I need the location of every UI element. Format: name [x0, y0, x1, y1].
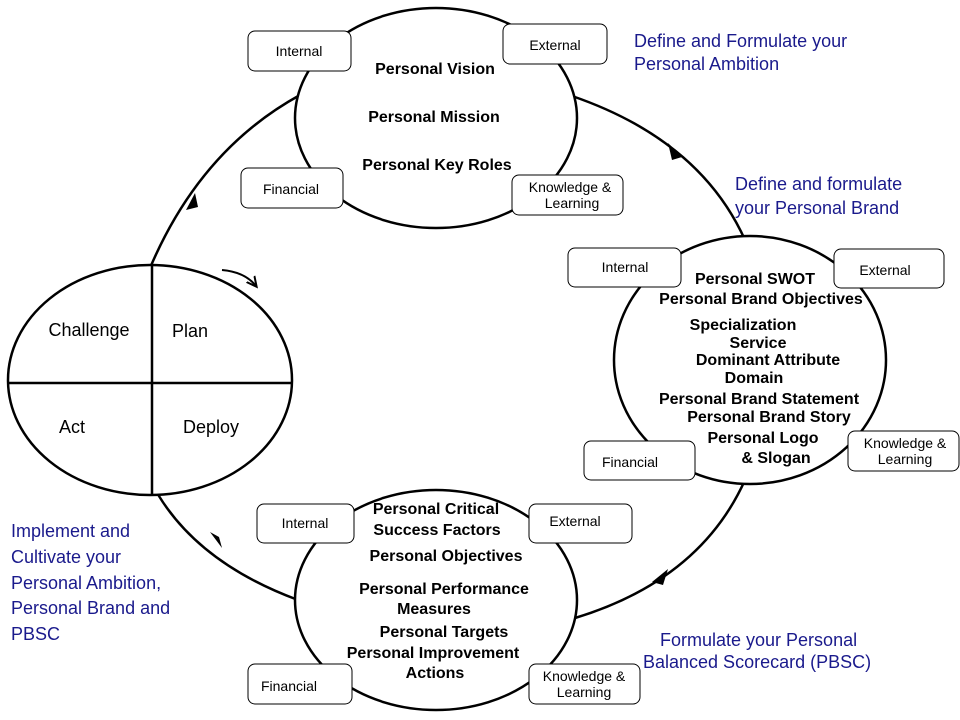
top-item-vision: Personal Vision — [375, 61, 495, 78]
bottom-box-financial — [247, 663, 353, 705]
right-box-internal-label: Internal — [602, 259, 649, 275]
right-caption-line-1: Define and formulate — [735, 174, 902, 194]
top-item-key-roles: Personal Key Roles — [362, 157, 512, 174]
quadrant-challenge: Challenge — [48, 320, 129, 340]
right-item-0: Personal SWOT — [695, 271, 815, 288]
bottom-item-6: Personal Improvement — [347, 645, 520, 662]
top-box-knowledge-line-2: Learning — [545, 195, 600, 211]
top-box-financial — [240, 167, 344, 209]
bottom-item-4: Measures — [397, 601, 471, 618]
right-item-8: Personal Logo — [707, 430, 818, 447]
bottom-box-internal-label: Internal — [282, 515, 329, 531]
right-box-financial — [583, 440, 696, 481]
left-caption-line-3: Personal Ambition, — [11, 573, 161, 593]
bottom-caption-line-1: Formulate your Personal — [660, 630, 857, 650]
top-caption-line-2: Personal Ambition — [634, 54, 779, 74]
bottom-stage-ellipse — [293, 488, 579, 712]
left-caption-line-1: Implement and — [11, 521, 130, 541]
right-box-external — [833, 248, 945, 289]
cycle-circle — [6, 263, 294, 497]
bottom-item-2: Personal Objectives — [370, 548, 523, 565]
right-box-knowledge — [847, 430, 960, 472]
top-item-mission: Personal Mission — [368, 109, 500, 126]
cycle-arc-top-right — [571, 94, 747, 241]
bottom-box-internal — [256, 503, 355, 544]
bottom-box-knowledge-line-2: Learning — [557, 684, 612, 700]
bottom-box-knowledge — [528, 663, 641, 705]
bottom-box-financial-label: Financial — [261, 678, 317, 694]
cycle-arc-right-bottom — [574, 479, 747, 620]
cycle-arrow-right-bottom — [652, 569, 668, 585]
top-box-knowledge — [511, 174, 624, 216]
cycle-arc-bottom-left — [148, 479, 299, 602]
bottom-item-1: Success Factors — [373, 522, 500, 539]
right-item-9: & Slogan — [741, 450, 810, 467]
top-stage: Personal Vision Personal Mission Persona… — [240, 23, 624, 216]
right-box-financial-label: Financial — [602, 454, 658, 470]
quadrant-act: Act — [59, 417, 85, 437]
right-box-knowledge-line-2: Learning — [878, 451, 933, 467]
cycle-arc-left-top — [148, 93, 301, 269]
left-caption-line-4: Personal Brand and — [11, 598, 170, 618]
top-box-financial-label: Financial — [263, 181, 319, 197]
bottom-box-external — [528, 503, 633, 544]
right-box-internal — [567, 247, 682, 288]
quadrant-plan: Plan — [172, 321, 208, 341]
bottom-box-knowledge-line-1: Knowledge & — [543, 668, 626, 684]
right-item-3: Service — [730, 335, 787, 352]
right-item-1: Personal Brand Objectives — [659, 291, 863, 308]
top-box-external-label: External — [529, 37, 580, 53]
bottom-box-external-label: External — [549, 513, 600, 529]
top-box-internal — [247, 30, 352, 72]
right-caption-line-2: your Personal Brand — [735, 198, 899, 218]
right-box-external-label: External — [859, 262, 910, 278]
left-caption-line-2: Cultivate your — [11, 547, 121, 567]
cycle-arrow-left-top — [186, 193, 198, 210]
top-box-knowledge-line-1: Knowledge & — [529, 179, 612, 195]
bottom-stage: Personal Critical Success Factors Person… — [247, 501, 641, 705]
rotation-arrow-icon — [221, 269, 256, 286]
right-item-7: Personal Brand Story — [687, 409, 851, 426]
right-item-2: Specialization — [690, 317, 797, 334]
bottom-item-5: Personal Targets — [380, 624, 509, 641]
top-box-internal-label: Internal — [276, 43, 323, 59]
right-item-5: Domain — [725, 370, 784, 387]
cycle-arrow-bottom-left — [210, 532, 222, 548]
right-box-knowledge-line-1: Knowledge & — [864, 435, 947, 451]
cycle-arrow-top-right — [668, 143, 682, 160]
bottom-item-0: Personal Critical — [373, 501, 499, 518]
top-box-external — [502, 23, 608, 65]
right-item-4: Dominant Attribute — [696, 352, 840, 369]
quadrant-deploy: Deploy — [183, 417, 239, 437]
bottom-item-7: Actions — [406, 665, 465, 682]
bottom-item-3: Personal Performance — [359, 581, 529, 598]
right-stage: Personal SWOT Personal Brand Objectives … — [567, 247, 960, 481]
top-caption-line-1: Define and Formulate your — [634, 31, 847, 51]
right-stage-ellipse — [612, 234, 888, 486]
right-item-6: Personal Brand Statement — [659, 391, 860, 408]
left-caption-line-5: PBSC — [11, 624, 60, 644]
bottom-caption-line-2: Balanced Scorecard (PBSC) — [643, 652, 871, 672]
